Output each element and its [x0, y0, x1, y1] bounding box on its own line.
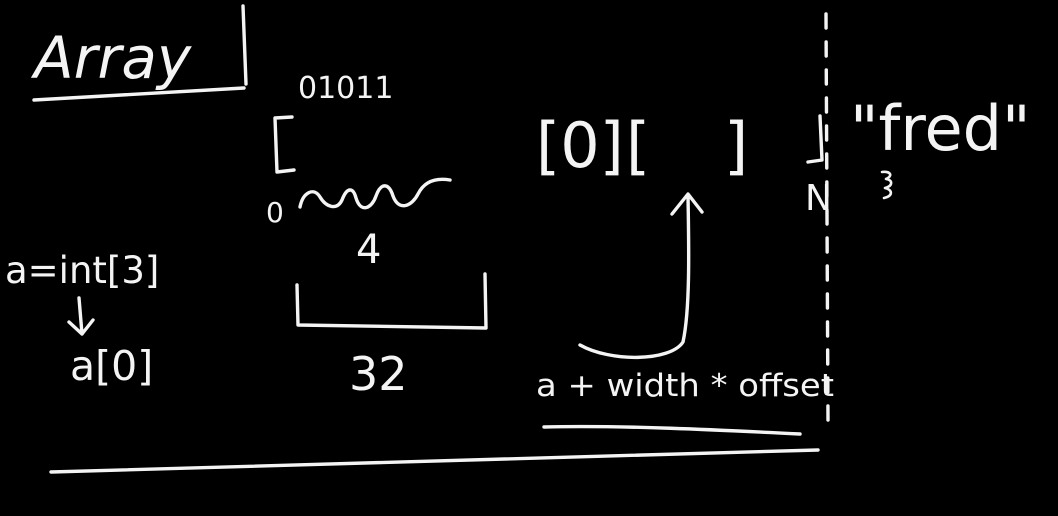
string-end-bracket: [806, 114, 824, 164]
bit-start-label: 0: [266, 196, 284, 229]
wavy-bits: [298, 177, 452, 210]
bit-width-label: 32: [349, 347, 408, 401]
array-cell-1-close: ]: [724, 109, 748, 182]
title-array: Array: [30, 24, 192, 92]
down-arrow: [67, 296, 95, 336]
bits-label: 01011: [298, 71, 393, 106]
curved-arrow: [578, 192, 704, 360]
declaration-label: a=int[3]: [5, 249, 159, 292]
array-cell-1-open: [: [626, 109, 650, 182]
open-bracket: [273, 115, 296, 174]
squiggle-mark: [880, 170, 893, 200]
formula-underline: [542, 424, 802, 436]
width-brace: [295, 272, 488, 330]
array-cell-0: [0]: [536, 109, 624, 182]
memory-boundary-line: [824, 12, 830, 422]
byte-size-label: 4: [356, 227, 381, 273]
element-access-label: a[0]: [70, 342, 153, 390]
base-line: [49, 448, 820, 474]
title-frame: [32, 4, 248, 102]
formula-label: a + width * offset: [536, 368, 834, 404]
string-value-label: "fred": [850, 92, 1031, 165]
